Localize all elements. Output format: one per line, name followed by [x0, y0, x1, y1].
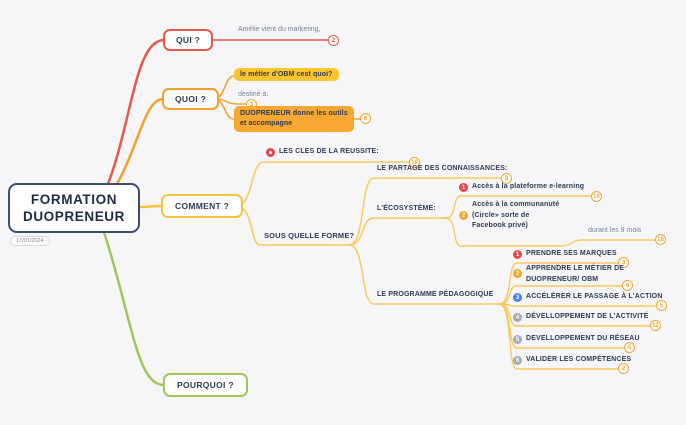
branch-line-comment [136, 204, 164, 209]
expand-badge-prog-4[interactable]: 12 [650, 320, 661, 331]
programme-item-5-label: DEVELLOPPEMENT DU RÉSEAU [526, 335, 640, 342]
node-sous-quelle-forme[interactable]: SOUS QUELLE FORME? [264, 231, 355, 240]
programme-item-2[interactable]: 2 APPRENDRE LE MÉTIER DE DUOPRENEUR/ OBM [513, 264, 651, 285]
node-programme-pedagogique[interactable]: LE PROGRAMME PÉDAGOGIQUE [377, 291, 494, 298]
record-icon [266, 148, 275, 157]
topic-quoi[interactable]: QUOI ? [162, 88, 220, 110]
expand-badge-prog-1[interactable]: 3 [618, 257, 629, 268]
number-6-icon: 6 [513, 356, 522, 365]
number-3-icon: 3 [513, 293, 522, 302]
node-amelie[interactable]: Amélie vient du marketing, [238, 26, 321, 33]
programme-item-3[interactable]: 3 ACCÉLÉRER LE PASSAGE À L'ACTION [513, 293, 662, 302]
center-title-line2: DUOPRENEUR [22, 209, 125, 224]
expand-badge-qui[interactable]: 2 [328, 35, 339, 46]
node-metier-obm[interactable]: le métier d'OBM cest quoi? [234, 68, 339, 81]
number-2-icon: 2 [513, 269, 522, 278]
expand-badge-prog-2[interactable]: 6 [622, 280, 633, 291]
expand-badge-prog-3[interactable]: 5 [656, 300, 667, 311]
node-ecosysteme[interactable]: L'ÉCOSYSTÈME: [377, 205, 436, 212]
line-ecosysteme [348, 217, 447, 246]
programme-item-3-label: ACCÉLÉRER LE PASSAGE À L'ACTION [526, 293, 663, 300]
number-2-icon: 2 [459, 211, 468, 221]
expand-badge-les-cles[interactable]: 10 [409, 157, 420, 168]
line-durant [559, 239, 659, 247]
number-5-icon: 5 [513, 335, 522, 344]
topic-comment[interactable]: COMMENT ? [161, 194, 244, 218]
les-cles-label: LES CLES DE LA REUSSITE: [279, 148, 379, 155]
node-acces-communaute[interactable]: 2 Accès à la communanuté (Circle» sorte … [459, 200, 564, 232]
date-badge: 17/01/2024 [10, 236, 50, 246]
expand-badge-partage[interactable]: 8 [501, 173, 512, 184]
acces-communaute-label: Accès à la communanuté (Circle» sorte de… [472, 201, 560, 229]
node-destine[interactable]: destiné à: [238, 91, 269, 98]
node-duopreneur-outils[interactable]: DUOPRENEUR donne les outils et accompagn… [234, 106, 354, 132]
node-durant-9-mois[interactable]: durant les 9 mois [588, 227, 642, 234]
acces-plateforme-label: Accès à la plateforme e-learning [472, 183, 585, 190]
topic-qui[interactable]: QUI ? [163, 29, 214, 51]
expand-badge-duopreneur[interactable]: 6 [360, 113, 371, 124]
programme-item-6-label: VALIDER LES COMPÉTENCES [526, 356, 632, 363]
programme-item-5[interactable]: 5 DEVELLOPPEMENT DU RÉSEAU [513, 335, 640, 344]
node-partage-connaissances[interactable]: LE PARTAGE DES CONNAISSANCES: [377, 165, 508, 172]
programme-item-2-label: APPRENDRE LE MÉTIER DE DUOPRENEUR/ OBM [526, 265, 625, 283]
line-prog-3 [498, 303, 660, 307]
number-1-icon: 1 [513, 250, 522, 259]
center-topic[interactable]: FORMATION DUOPRENEUR [8, 183, 140, 233]
center-title-line1: FORMATION [30, 192, 118, 207]
expand-badge-prog-5[interactable]: 5 [624, 342, 635, 353]
node-acces-plateforme[interactable]: 1 Accès à la plateforme e-learning [459, 183, 584, 192]
programme-item-4[interactable]: 4 DÉVELLOPPEMENT DE L'ACTIVITÉ [513, 313, 649, 322]
programme-item-6[interactable]: 6 VALIDER LES COMPÉTENCES [513, 356, 631, 365]
topic-pourquoi[interactable]: POURQUOI ? [163, 373, 248, 397]
number-4-icon: 4 [513, 313, 522, 322]
programme-item-1[interactable]: 1 PRENDRE SES MARQUES [513, 250, 617, 259]
programme-item-1-label: PRENDRE SES MARQUES [526, 250, 617, 257]
branch-line-pourquoi [100, 224, 166, 387]
node-les-cles[interactable]: LES CLES DE LA REUSSITE: [266, 148, 379, 157]
branch-line-qui [102, 38, 166, 196]
number-1-icon: 1 [459, 183, 468, 192]
expand-badge-prog-6[interactable]: 2 [618, 363, 629, 374]
programme-item-4-label: DÉVELLOPPEMENT DE L'ACTIVITÉ [526, 313, 649, 320]
expand-badge-durant[interactable]: 18 [655, 234, 666, 245]
expand-badge-plateforme[interactable]: 10 [591, 191, 602, 202]
